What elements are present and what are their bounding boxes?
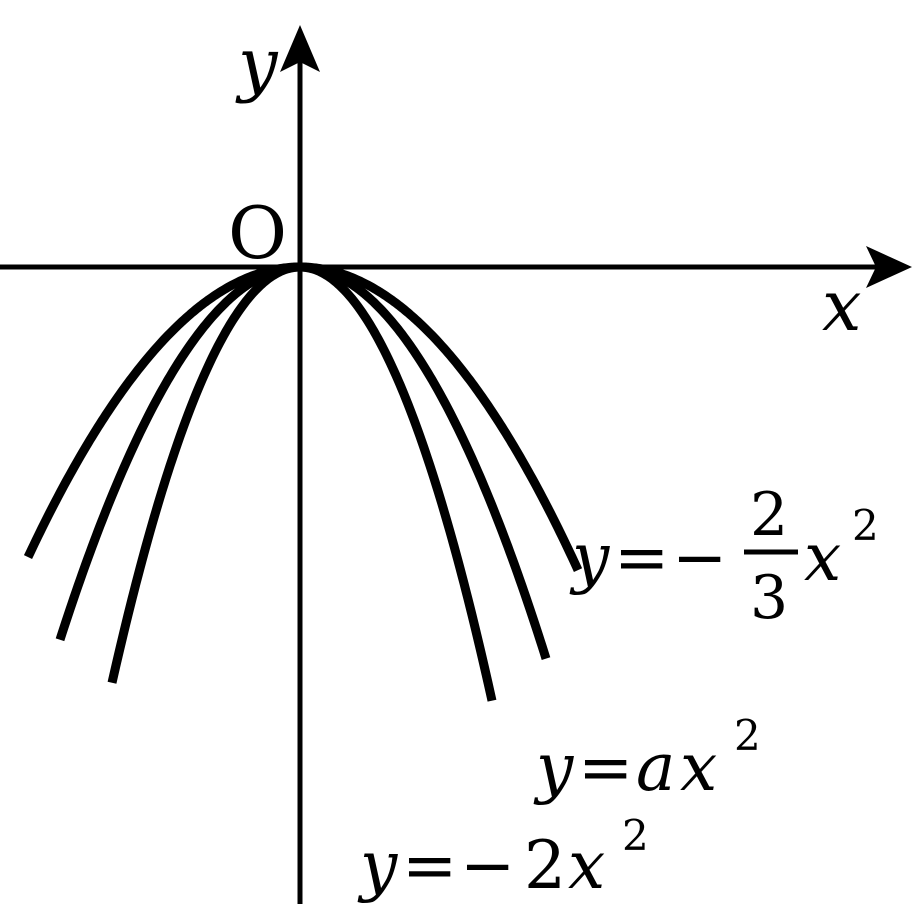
x-axis-arrow-icon	[866, 246, 912, 288]
label-neg-2-3-numerator: 2	[750, 480, 788, 550]
label-neg-2-3-minus: −	[672, 519, 727, 596]
label-neg-2-3-exponent: 2	[852, 501, 879, 550]
label-a: y = a x 2	[533, 711, 761, 806]
y-axis-arrow-icon	[280, 25, 320, 72]
label-neg-2-3-denominator: 3	[750, 563, 788, 633]
x-axis-label: x	[822, 265, 861, 347]
label-neg-2-coefficient: 2	[524, 827, 566, 904]
y-axis-label: y	[235, 23, 279, 105]
label-a-eq: =	[578, 729, 633, 806]
origin-label: O	[228, 191, 287, 275]
label-neg-2-minus: −	[460, 827, 515, 904]
label-neg-2-3: y = − 2 3 x 2	[569, 480, 879, 633]
parabola-neg-2	[107, 262, 497, 702]
label-a-x: x	[680, 729, 717, 806]
label-neg-2-y: y	[357, 827, 398, 904]
label-neg-2-eq: =	[402, 827, 457, 904]
label-neg-2-3-y: y	[569, 519, 610, 596]
label-neg-2-3-x: x	[804, 519, 841, 596]
label-neg-2-x: x	[568, 827, 605, 904]
label-neg-2: y = − 2 x 2	[357, 811, 649, 904]
label-neg-2-exponent: 2	[622, 811, 649, 860]
label-a-y: y	[533, 729, 574, 806]
label-a-exponent: 2	[734, 711, 761, 760]
label-a-coefficient: a	[636, 729, 675, 806]
label-neg-2-3-eq: =	[614, 519, 669, 596]
